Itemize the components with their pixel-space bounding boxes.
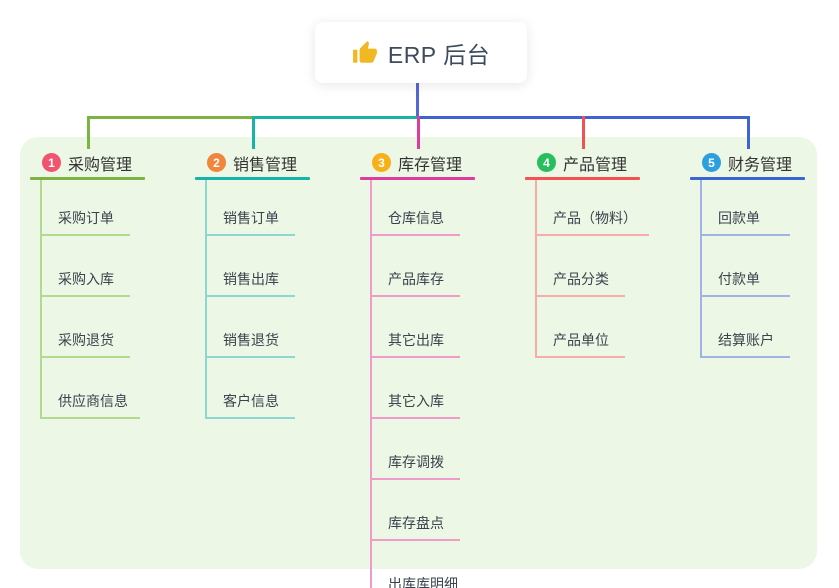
- branch-children: 仓库信息产品库存其它出库其它入库库存调拨库存盘点出库库明细: [370, 180, 530, 588]
- child-topic[interactable]: 结算账户: [702, 297, 790, 358]
- branch-children: 产品（物料）产品分类产品单位: [535, 180, 695, 358]
- thumbs-up-icon: [352, 40, 378, 66]
- branch-3: 3 库存管理 仓库信息产品库存其它出库其它入库库存调拨库存盘点出库库明细: [360, 150, 530, 588]
- child-topic[interactable]: 销售出库: [207, 236, 295, 297]
- branch-drop-line: [582, 116, 585, 149]
- branch-topic[interactable]: 4 产品管理: [525, 150, 695, 175]
- branch-topic[interactable]: 5 财务管理: [690, 150, 839, 175]
- branch-topic[interactable]: 1 采购管理: [30, 150, 200, 175]
- root-title: ERP 后台: [387, 41, 491, 68]
- child-topic[interactable]: 产品分类: [537, 236, 625, 297]
- branch-topic-label: 财务管理: [728, 156, 793, 174]
- branch-children: 销售订单销售出库销售退货客户信息: [205, 180, 365, 419]
- branch-topic-underline: [195, 177, 310, 180]
- child-topic[interactable]: 回款单: [702, 180, 790, 236]
- branch-number-badge-icon: 4: [537, 153, 556, 172]
- branch-number-badge-icon: 5: [702, 153, 721, 172]
- branch-2: 2 销售管理 销售订单销售出库销售退货客户信息: [195, 150, 365, 419]
- branch-drop-line: [417, 116, 420, 149]
- branch-drop-line: [747, 116, 750, 149]
- branch-children: 采购订单采购入库采购退货供应商信息: [40, 180, 200, 419]
- child-topic[interactable]: 采购订单: [42, 180, 130, 236]
- root-stem-line: [416, 83, 419, 116]
- branch-number-badge-icon: 1: [42, 153, 61, 172]
- branch-topic[interactable]: 3 库存管理: [360, 150, 530, 175]
- child-topic[interactable]: 库存盘点: [372, 480, 460, 541]
- branch-5: 5 财务管理 回款单付款单结算账户: [690, 150, 839, 358]
- root-node[interactable]: ERP 后台: [315, 22, 527, 83]
- branch-1: 1 采购管理 采购订单采购入库采购退货供应商信息: [30, 150, 200, 419]
- child-topic[interactable]: 产品单位: [537, 297, 625, 358]
- child-topic[interactable]: 客户信息: [207, 358, 295, 419]
- child-topic[interactable]: 其它出库: [372, 297, 460, 358]
- child-topic[interactable]: 销售订单: [207, 180, 295, 236]
- child-topic[interactable]: 付款单: [702, 236, 790, 297]
- child-topic[interactable]: 供应商信息: [42, 358, 140, 419]
- bus-segment-green: [87, 116, 254, 119]
- child-topic[interactable]: 采购入库: [42, 236, 130, 297]
- child-topic[interactable]: 销售退货: [207, 297, 295, 358]
- branch-children: 回款单付款单结算账户: [700, 180, 839, 358]
- branches-panel: [20, 137, 817, 569]
- branch-topic-underline: [525, 177, 640, 180]
- child-topic[interactable]: 仓库信息: [372, 180, 460, 236]
- child-topic[interactable]: 采购退货: [42, 297, 130, 358]
- branch-number-badge-icon: 3: [372, 153, 391, 172]
- child-topic[interactable]: 产品库存: [372, 236, 460, 297]
- branch-topic-label: 采购管理: [68, 156, 133, 174]
- branch-drop-line: [252, 116, 255, 149]
- child-topic[interactable]: 出库库明细: [372, 541, 470, 588]
- branch-topic-underline: [690, 177, 805, 180]
- branch-topic-label: 销售管理: [233, 156, 298, 174]
- branch-drop-line: [87, 116, 90, 149]
- branch-topic-label: 产品管理: [563, 156, 628, 174]
- branch-topic-label: 库存管理: [398, 156, 463, 174]
- branch-number-badge-icon: 2: [207, 153, 226, 172]
- branch-4: 4 产品管理 产品（物料）产品分类产品单位: [525, 150, 695, 358]
- branch-topic-underline: [360, 177, 475, 180]
- branch-topic[interactable]: 2 销售管理: [195, 150, 365, 175]
- branch-topic-underline: [30, 177, 145, 180]
- child-topic[interactable]: 产品（物料）: [537, 180, 649, 236]
- bus-segment-teal: [254, 116, 419, 119]
- child-topic[interactable]: 库存调拨: [372, 419, 460, 480]
- child-topic[interactable]: 其它入库: [372, 358, 460, 419]
